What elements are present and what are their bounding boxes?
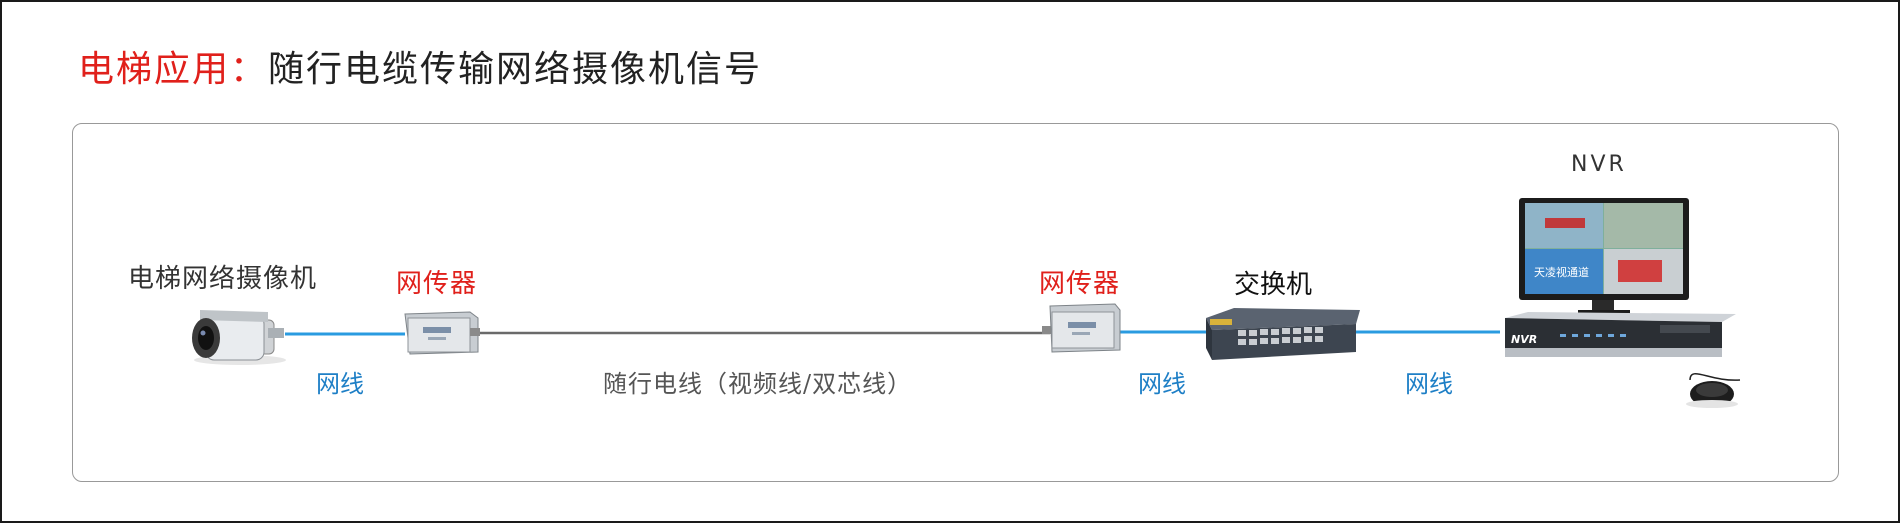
camera-icon	[192, 310, 286, 365]
camera-label: 电梯网络摄像机	[128, 264, 318, 294]
title-text: 随行电缆传输网络摄像机信号	[268, 49, 763, 90]
page-title: 电梯应用：随行电缆传输网络摄像机信号	[78, 40, 762, 92]
nvr-label: NVR	[1571, 152, 1627, 177]
transmitter-left-icon	[404, 311, 480, 355]
monitor-overlay-text: 天凌视通道	[1534, 265, 1589, 279]
diagram-panel	[72, 123, 1839, 482]
transmitter-right-icon	[1042, 303, 1121, 353]
network-cable-1-label: 网线	[316, 370, 364, 398]
trailing-cable-label: 随行电线（视频线/双芯线）	[603, 370, 913, 398]
mouse-icon	[1686, 373, 1741, 408]
nvr-badge-text: NVR	[1511, 333, 1537, 346]
nvr-recorder-icon: NVR	[1505, 312, 1736, 357]
network-cable-2-label: 网线	[1138, 370, 1186, 398]
switch-label: 交换机	[1234, 270, 1313, 300]
monitor-icon: 天凌视通道	[1519, 198, 1689, 315]
transmitter-left-label: 网传器	[396, 269, 478, 299]
network-cable-3-label: 网线	[1405, 370, 1453, 398]
title-highlight: 电梯应用：	[78, 49, 269, 90]
switch-icon	[1206, 308, 1360, 360]
transmitter-right-label: 网传器	[1039, 269, 1121, 299]
